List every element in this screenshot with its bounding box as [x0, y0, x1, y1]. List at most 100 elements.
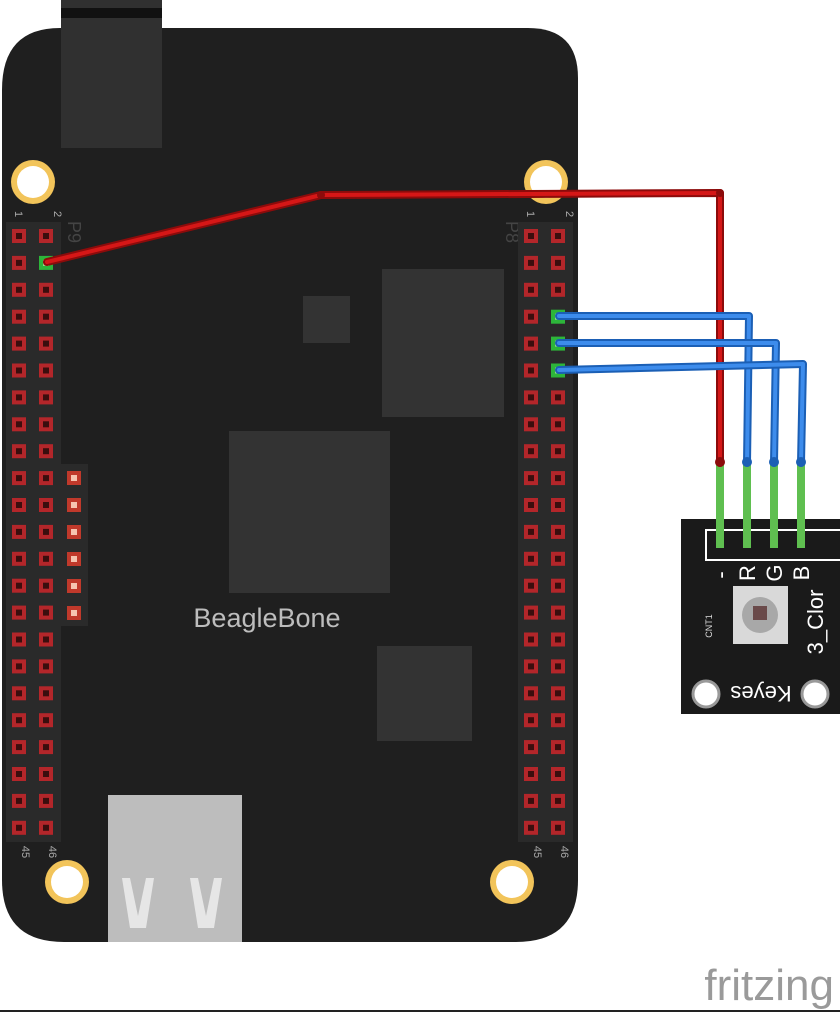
mounting-hole-inner	[51, 866, 83, 898]
chip-small	[303, 296, 350, 343]
board-name: BeagleBone	[193, 603, 340, 633]
wire-blue-channel-core	[557, 362, 805, 465]
header-pin-socket	[16, 717, 22, 724]
p9-header-name: P9	[64, 221, 84, 243]
header-pin-socket	[555, 421, 561, 428]
header-pin-socket	[555, 475, 561, 482]
header-pin-socket	[528, 690, 534, 697]
header-pin-socket	[16, 367, 22, 374]
header-pin-socket	[16, 233, 22, 239]
header-pin-socket	[528, 394, 534, 401]
header-pin-socket	[16, 528, 22, 535]
header-pin-socket	[43, 663, 49, 670]
header-pin-socket	[528, 340, 534, 347]
header-pin-socket	[43, 313, 49, 320]
serial-pin-socket	[71, 475, 77, 481]
header-pin-socket	[528, 259, 534, 266]
header-pin-socket	[528, 771, 534, 777]
p8-header-name: P8	[502, 221, 522, 243]
header-pin-socket	[528, 636, 534, 643]
header-pin-socket	[16, 609, 22, 616]
header-pin-socket	[528, 502, 534, 508]
header-pin-socket	[43, 286, 49, 293]
header-pin-socket	[43, 582, 49, 589]
rgb-led-module: - R G B 3_Clor CNT1 Keyes	[681, 463, 840, 714]
header-pin-socket	[528, 717, 534, 724]
header-pin-socket	[16, 555, 22, 562]
header-pin-socket	[528, 824, 534, 831]
header-pin-socket	[555, 286, 561, 293]
header-pin-socket	[528, 421, 534, 428]
header-pin-socket	[16, 582, 22, 589]
header-pin-socket	[528, 609, 534, 616]
header-pin-socket	[555, 717, 561, 724]
header-pin-socket	[16, 286, 22, 293]
header-pin-socket	[43, 636, 49, 643]
header-pin-socket	[555, 744, 561, 751]
module-hole	[800, 679, 830, 709]
module-hole	[691, 679, 721, 709]
wires	[43, 189, 807, 467]
wire-ground-core	[45, 191, 722, 465]
p9-pin-label-45: 45	[19, 846, 31, 858]
header-pin-socket	[16, 448, 22, 455]
module-name: 3_Clor	[803, 590, 828, 655]
serial-pin-socket	[71, 583, 77, 589]
p9-pin-label-1: 1	[12, 211, 24, 217]
header-pin-socket	[528, 744, 534, 751]
chip-memory	[382, 269, 504, 417]
wire-end	[742, 457, 752, 467]
p8-pins	[524, 229, 565, 835]
header-pin-socket	[43, 797, 49, 804]
header-pin-socket	[528, 313, 534, 320]
wire-joint	[716, 189, 724, 197]
header-pin-socket	[555, 771, 561, 777]
module-pin-label-r: R	[735, 565, 760, 581]
header-pin-socket	[555, 582, 561, 589]
header-pin-socket	[528, 367, 534, 374]
header-pin-socket	[16, 636, 22, 643]
serial-pin-socket	[71, 610, 77, 616]
header-pin-socket	[528, 582, 534, 589]
serial-pin-socket	[71, 502, 77, 508]
chip-processor	[229, 431, 390, 593]
p8-pin-label-45: 45	[531, 846, 543, 858]
header-pin-socket	[555, 797, 561, 804]
header-pin-socket	[555, 233, 561, 239]
serial-pin-socket	[71, 556, 77, 562]
p9-pins	[12, 229, 53, 835]
p8-pin-label-2: 2	[563, 211, 575, 217]
header-pin-socket	[528, 475, 534, 482]
header-pin-socket	[528, 528, 534, 535]
header-pin-socket	[555, 824, 561, 831]
header-pin-socket	[16, 394, 22, 401]
header-pin-socket	[43, 233, 49, 239]
wire-red-channel-core	[557, 314, 751, 465]
header-pin-socket	[528, 663, 534, 670]
header-pin-socket	[43, 717, 49, 724]
header-pin-socket	[16, 824, 22, 831]
module-pin-label-gnd: -	[708, 571, 733, 578]
beaglebone-board: BeagleBone 1 2 P9 45 46 1 2 P8 45 46	[2, 0, 578, 942]
header-pin-socket	[555, 690, 561, 697]
ethernet-jack	[61, 0, 162, 148]
header-pin-socket	[16, 421, 22, 428]
p8-pin-label-46: 46	[558, 846, 570, 858]
header-pin-socket	[555, 636, 561, 643]
header-pin-socket	[43, 340, 49, 347]
header-pin-socket	[16, 313, 22, 320]
header-pin-socket	[555, 448, 561, 455]
usb-port	[108, 795, 242, 942]
header-pin-socket	[16, 502, 22, 508]
mounting-hole-inner	[17, 166, 49, 198]
wire-blue-channel	[555, 360, 807, 467]
header-pin-socket	[43, 394, 49, 401]
module-brand: Keyes	[730, 681, 791, 706]
wire-joint	[317, 191, 325, 199]
header-pin-socket	[43, 502, 49, 508]
header-pin-socket	[16, 259, 22, 266]
header-pin-socket	[16, 475, 22, 482]
module-pin-label-b: B	[789, 566, 814, 581]
header-pin-socket	[528, 797, 534, 804]
